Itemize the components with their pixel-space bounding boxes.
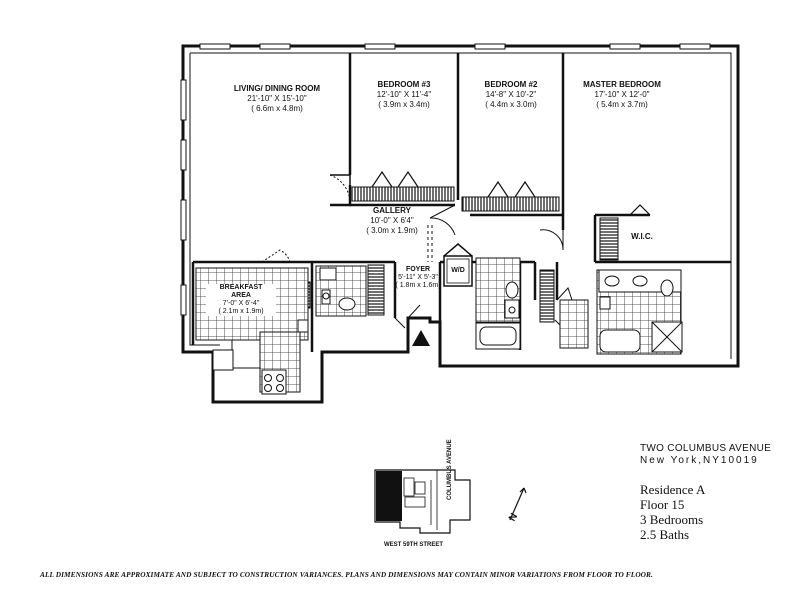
room-name: W/D (451, 267, 465, 274)
wd-label: W/D (446, 266, 470, 276)
room-dimensions-metric: ( 3.9m x 3.4m) (378, 100, 430, 109)
room-name: FOYER (405, 266, 431, 273)
bedroom-2-label: BEDROOM #2 14'-8" X 10'-2" ( 4.4m x 3.0m… (466, 80, 556, 110)
room-name: MASTER BEDROOM (583, 80, 661, 89)
room-name: W.I.C. (631, 232, 653, 241)
powder-area (559, 299, 589, 349)
hall-bath (315, 265, 367, 317)
outer-walls-inner-line (189, 52, 732, 359)
room-dimensions-metric: ( 6.6m x 4.8m) (251, 104, 303, 113)
room-name: BEDROOM #3 (377, 80, 431, 89)
room-dimensions: 17'-10" X 12'-0" (594, 90, 650, 99)
room-name: LIVING/ DINING ROOM (233, 84, 321, 93)
foyer-label: FOYER 5'-11" X 5'-3" ( 1.8m x 1.6m) (392, 266, 444, 290)
room-name: BREAKFAST (219, 284, 263, 291)
residence-label: Residence A (640, 482, 706, 497)
room-dimensions: 21'-10" X 15'-10" (247, 94, 307, 103)
windows (180, 43, 711, 316)
room-dimensions: 12'-10" X 11'-4" (376, 90, 432, 99)
room-dimensions: 14'-8" X 10'-2" (485, 90, 537, 99)
wic-label: W.I.C. (622, 232, 662, 242)
closet-doors (371, 170, 651, 216)
room-name: GALLERY (373, 206, 411, 215)
breakfast-area-label: BREAKFAST AREA 7'-0" X 6'-4" ( 2.1m x 1.… (206, 284, 276, 316)
bedrooms-label: 3 Bedrooms (640, 512, 704, 527)
street-label: WEST 59TH STREET (384, 542, 444, 548)
master-bath (596, 269, 683, 355)
gallery-openings (427, 225, 433, 262)
entry-marker (412, 330, 430, 346)
baths-label: 2.5 Baths (640, 527, 690, 542)
address-line-2: New York,NY10019 (640, 455, 759, 466)
room-name-line2: AREA (231, 292, 251, 299)
room-dimensions-metric: ( 1.8m x 1.6m) (395, 282, 441, 289)
bath-two (475, 257, 521, 350)
room-dimensions: 10'-0" X 6'4" (370, 216, 414, 225)
info-block: TWO COLUMBUS AVENUE New York,NY10019 Res… (640, 443, 771, 542)
avenue-label: COLUMBUS AVENUE (447, 439, 453, 500)
disclaimer-text: ALL DIMENSIONS ARE APPROXIMATE AND SUBJE… (40, 570, 653, 579)
living-dining-label: LIVING/ DINING ROOM 21'-10" X 15'-10" ( … (222, 84, 332, 114)
room-dimensions-metric: ( 5.4m x 3.7m) (596, 100, 648, 109)
room-dimensions: 7'-0" X 6'-4" (222, 300, 260, 307)
address-line-1: TWO COLUMBUS AVENUE (640, 443, 772, 454)
room-dimensions-metric: ( 3.0m x 1.9m) (366, 226, 418, 235)
room-dimensions-metric: ( 4.4m x 3.0m) (485, 100, 537, 109)
room-dimensions: 5'-11" X 5'-3" (398, 274, 438, 281)
gallery-label: GALLERY 10'-0" X 6'4" ( 3.0m x 1.9m) (352, 206, 432, 236)
room-dimensions-metric: ( 2.1m x 1.9m) (218, 308, 264, 315)
north-arrow-icon (509, 487, 527, 521)
floor-label: Floor 15 (640, 497, 685, 512)
bedroom-3-label: BEDROOM #3 12'-10" X 11'-4" ( 3.9m x 3.4… (360, 80, 448, 110)
room-name: BEDROOM #2 (484, 80, 538, 89)
washer-dryer (443, 243, 473, 287)
master-bedroom-label: MASTER BEDROOM 17'-10" X 12'-0" ( 5.4m x… (572, 80, 672, 110)
key-plan (374, 469, 471, 534)
